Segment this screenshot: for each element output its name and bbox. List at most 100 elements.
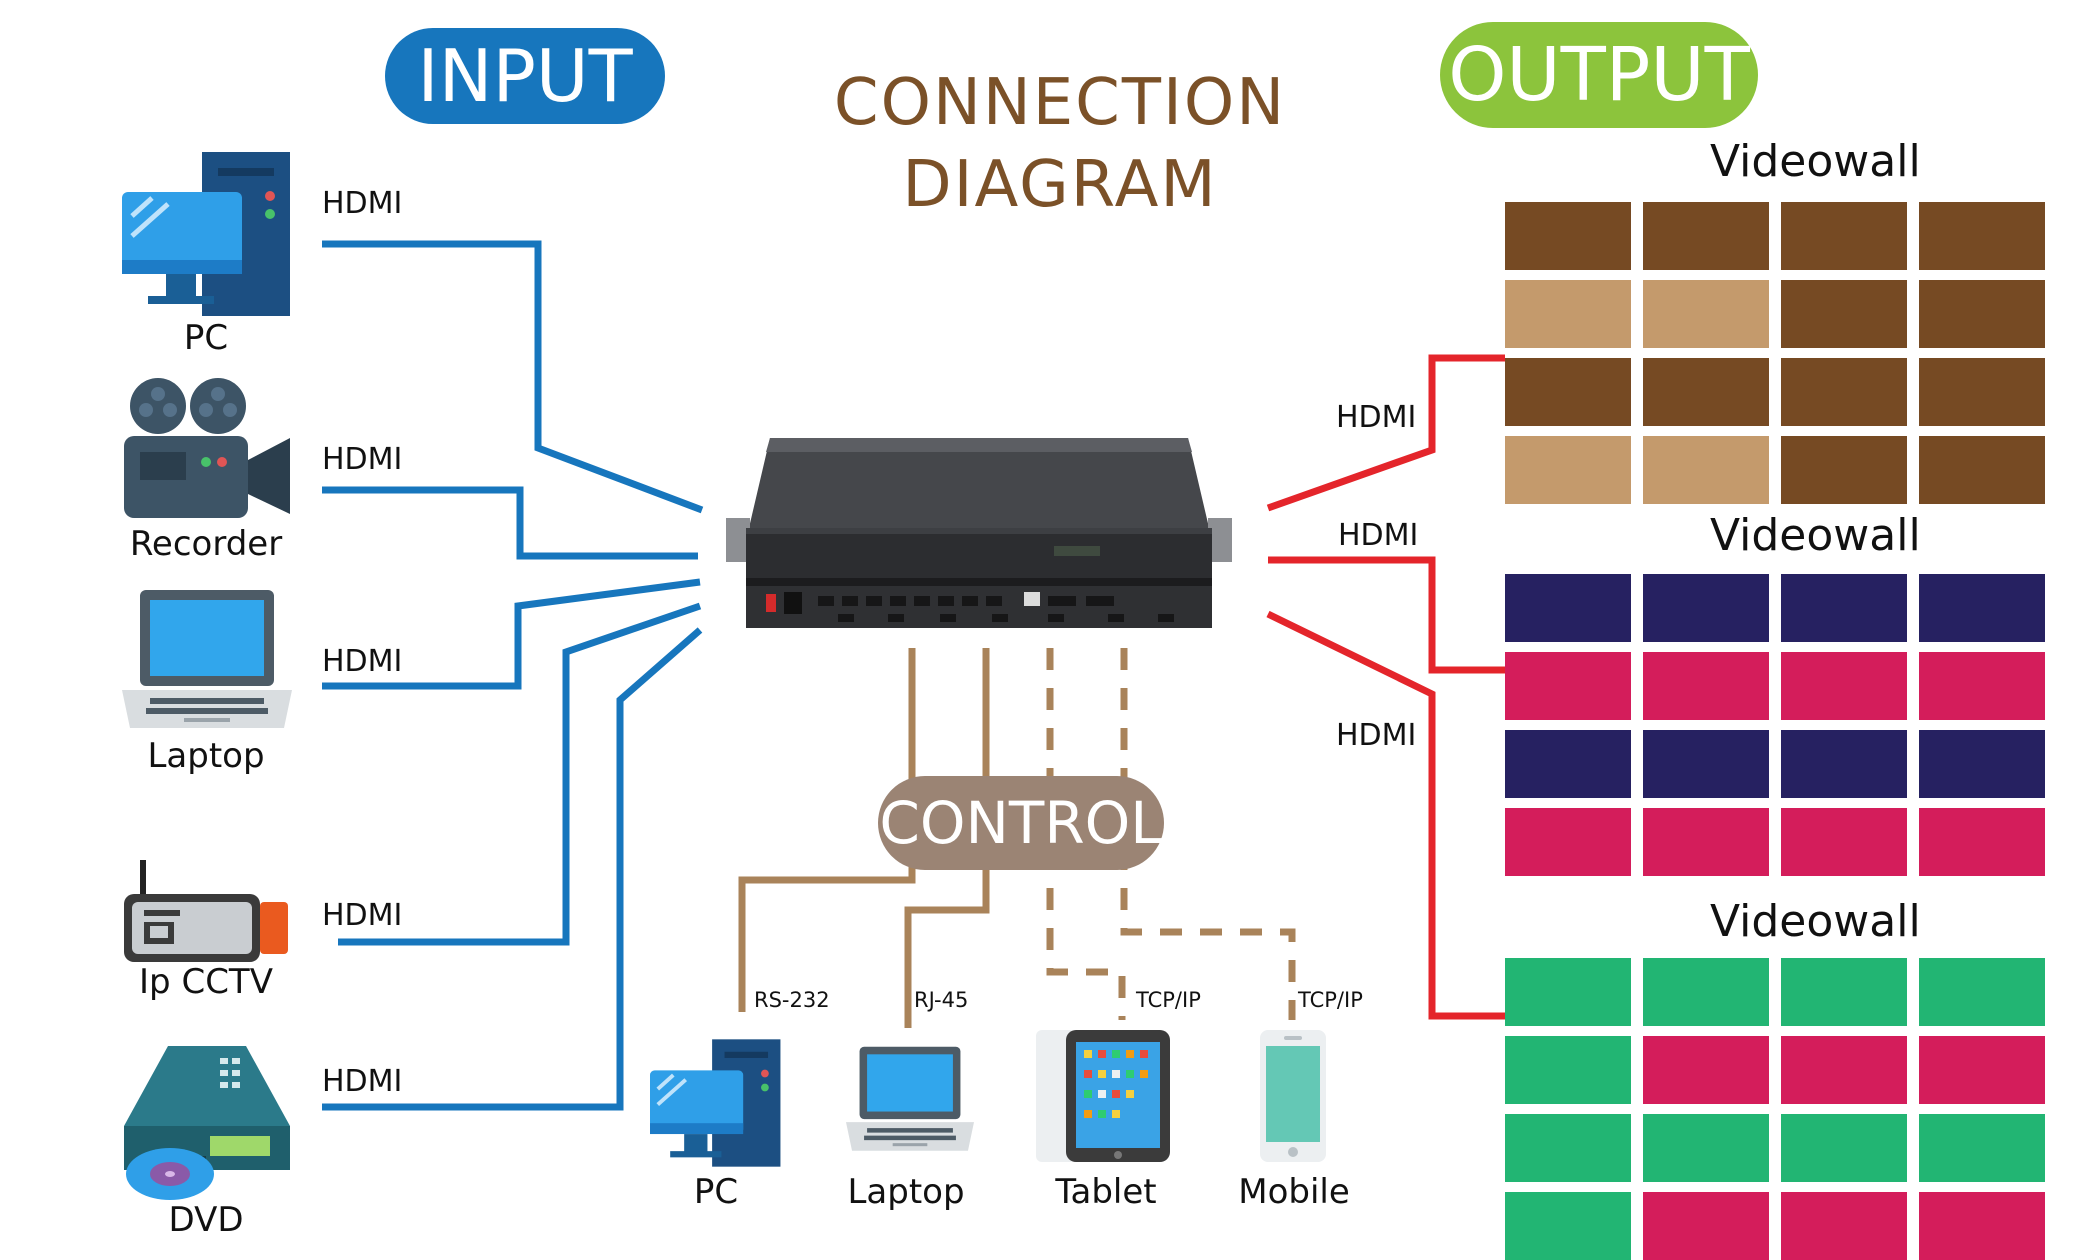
videowall-tile bbox=[1505, 358, 1631, 426]
videowall-tile bbox=[1505, 958, 1631, 1026]
videowall-tile bbox=[1919, 652, 2045, 720]
videowall-tile bbox=[1919, 574, 2045, 642]
videowall-3-label: Videowall bbox=[1710, 896, 1921, 947]
desktop-pc-icon bbox=[122, 152, 290, 316]
hdmi-line-videowall-2 bbox=[1268, 556, 1505, 674]
protocol-label-tablet: TCP/IP bbox=[1136, 988, 1201, 1012]
videowall-tile bbox=[1781, 436, 1907, 504]
desktop-pc-icon bbox=[650, 1039, 781, 1167]
title-line-2: DIAGRAM bbox=[902, 148, 1218, 222]
video-wall-controller-device bbox=[726, 438, 1232, 628]
videowall-tile bbox=[1919, 358, 2045, 426]
dvd-player-icon bbox=[124, 1046, 290, 1200]
hdmi-label-pc: HDMI bbox=[322, 186, 403, 221]
videowall-tile bbox=[1919, 1114, 2045, 1182]
ip-cctv-camera-icon bbox=[124, 860, 288, 962]
videowall-tile bbox=[1919, 202, 2045, 270]
videowall-tile bbox=[1643, 358, 1769, 426]
laptop-icon bbox=[846, 1046, 974, 1151]
videowall-tile bbox=[1643, 436, 1769, 504]
videowall-tile bbox=[1919, 280, 2045, 348]
videowall-tile bbox=[1643, 202, 1769, 270]
videowall-2-label: Videowall bbox=[1710, 510, 1921, 561]
output-pill: OUTPUT bbox=[1440, 22, 1758, 128]
videowall-tile bbox=[1505, 730, 1631, 798]
control-label-mobile: Mobile bbox=[1238, 1172, 1350, 1212]
hdmi-label-ipcctv: HDMI bbox=[322, 898, 403, 933]
hdmi-label-videowall-3: HDMI bbox=[1336, 718, 1417, 753]
control-label-laptop: Laptop bbox=[847, 1172, 965, 1212]
hdmi-line-laptop bbox=[322, 578, 701, 690]
video-recorder-icon bbox=[124, 378, 290, 518]
videowall-tile bbox=[1505, 1192, 1631, 1260]
videowall-tile bbox=[1505, 436, 1631, 504]
control-pill: CONTROL bbox=[878, 776, 1164, 870]
videowall-tile bbox=[1781, 958, 1907, 1026]
hdmi-line-dvd bbox=[322, 627, 703, 1111]
videowall-tile bbox=[1643, 652, 1769, 720]
videowall-tile bbox=[1505, 1114, 1631, 1182]
videowall-tile bbox=[1643, 808, 1769, 876]
hdmi-line-pc bbox=[322, 240, 704, 514]
laptop-icon bbox=[122, 590, 292, 728]
videowall-tile bbox=[1505, 1036, 1631, 1104]
control-line-rs232 bbox=[738, 648, 916, 1012]
videowall-tile bbox=[1781, 730, 1907, 798]
videowall-tile bbox=[1919, 958, 2045, 1026]
hdmi-label-recorder: HDMI bbox=[322, 442, 403, 477]
videowall-tile bbox=[1919, 436, 2045, 504]
videowall-tile bbox=[1781, 1036, 1907, 1104]
input-pill: INPUT bbox=[385, 28, 665, 124]
videowall-tile bbox=[1643, 280, 1769, 348]
videowall-tile bbox=[1643, 1036, 1769, 1104]
hdmi-label-videowall-1: HDMI bbox=[1336, 400, 1417, 435]
hdmi-label-dvd: HDMI bbox=[322, 1064, 403, 1099]
videowall-tile bbox=[1505, 574, 1631, 642]
videowall-tile bbox=[1919, 1036, 2045, 1104]
videowall-tile bbox=[1643, 1192, 1769, 1260]
input-hdmi-lines bbox=[322, 240, 704, 1111]
videowall-tile bbox=[1781, 1192, 1907, 1260]
videowall-tile bbox=[1781, 808, 1907, 876]
control-label-tablet: Tablet bbox=[1055, 1172, 1157, 1212]
input-label-ipcctv: Ip CCTV bbox=[139, 962, 273, 1002]
videowall-tile bbox=[1919, 808, 2045, 876]
control-label-pc: PC bbox=[693, 1172, 739, 1212]
input-label-recorder: Recorder bbox=[129, 524, 283, 564]
videowall-tile bbox=[1505, 652, 1631, 720]
title-line-1: CONNECTION bbox=[833, 66, 1287, 140]
output-hdmi-lines bbox=[1266, 354, 1505, 1020]
tablet-icon bbox=[1036, 1030, 1170, 1162]
input-label-laptop: Laptop bbox=[147, 736, 265, 776]
videowall-tile bbox=[1505, 202, 1631, 270]
input-label-pc: PC bbox=[183, 318, 229, 358]
videowall-tile bbox=[1505, 808, 1631, 876]
videowall-tile bbox=[1781, 574, 1907, 642]
hdmi-label-videowall-2: HDMI bbox=[1338, 518, 1419, 553]
mobile-phone-icon bbox=[1260, 1030, 1326, 1162]
videowall-tile bbox=[1643, 730, 1769, 798]
videowall-tile bbox=[1643, 574, 1769, 642]
videowall-tile bbox=[1781, 202, 1907, 270]
videowall-tile bbox=[1781, 358, 1907, 426]
videowall-tile bbox=[1919, 730, 2045, 798]
hdmi-line-ipcctv bbox=[338, 602, 702, 946]
videowall-tile bbox=[1919, 1192, 2045, 1260]
videowall-tile bbox=[1643, 958, 1769, 1026]
videowall-tile bbox=[1781, 1114, 1907, 1182]
hdmi-line-recorder bbox=[322, 486, 698, 560]
protocol-label-mobile: TCP/IP bbox=[1298, 988, 1363, 1012]
hdmi-line-videowall-3 bbox=[1266, 610, 1505, 1020]
input-label-dvd: DVD bbox=[168, 1200, 244, 1240]
videowall-tile bbox=[1781, 280, 1907, 348]
videowall-tile bbox=[1505, 280, 1631, 348]
videowall-tile bbox=[1781, 652, 1907, 720]
videowall-tile bbox=[1643, 1114, 1769, 1182]
hdmi-label-laptop: HDMI bbox=[322, 644, 403, 679]
videowall-1-label: Videowall bbox=[1710, 136, 1921, 187]
protocol-label-rj45: RJ-45 bbox=[914, 988, 969, 1012]
protocol-label-rs232: RS-232 bbox=[754, 988, 830, 1012]
diagram-title: CONNECTION DIAGRAM bbox=[790, 62, 1330, 226]
hdmi-line-videowall-1 bbox=[1266, 354, 1505, 512]
